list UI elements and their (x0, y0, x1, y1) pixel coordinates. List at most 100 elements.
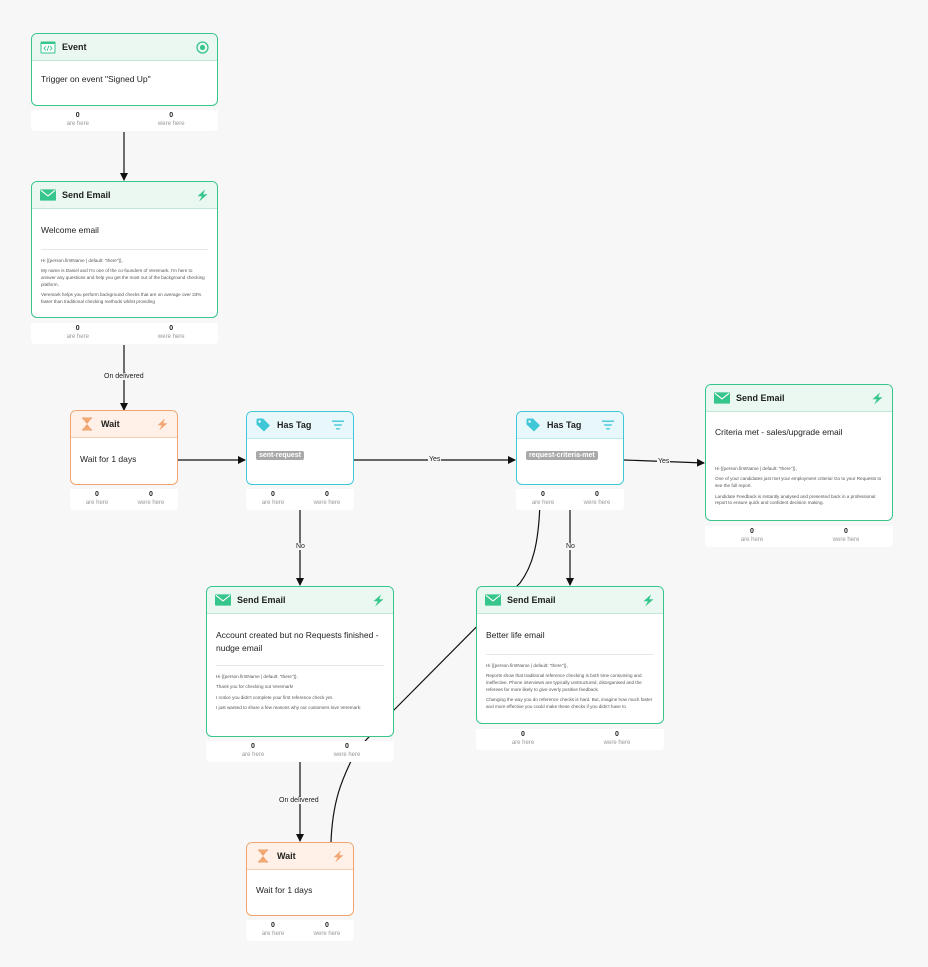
preview-line: My name is Daniel and I'm one of the co-… (41, 268, 205, 287)
node-content: Welcome email (41, 225, 99, 235)
node-header: Send Email (207, 587, 393, 614)
envelope-icon (40, 188, 56, 202)
has-tag-node-request-criteria-met[interactable]: Has Tag request-criteria-met (516, 411, 624, 485)
node-type-label: Send Email (507, 595, 556, 605)
are-here-count: 0 (521, 731, 525, 738)
are-here-label: are here (740, 537, 764, 543)
lightning-icon[interactable] (155, 417, 169, 431)
node-header: Has Tag (247, 412, 353, 439)
envelope-icon (215, 593, 231, 607)
preview-line: Thank you for checking out Veremark! (216, 684, 294, 690)
tag-icon (255, 418, 271, 432)
are-here-count: 0 (541, 491, 545, 498)
are-here-label: are here (531, 500, 555, 506)
wait-node-2[interactable]: Wait Wait for 1 days (246, 842, 354, 916)
are-here-count: 0 (271, 491, 275, 498)
node-type-label: Has Tag (547, 420, 582, 430)
node-header: Send Email (32, 182, 217, 209)
hourglass-icon (79, 417, 95, 431)
node-header: Send Email (706, 385, 892, 412)
preview-line: Hi {{person.firstName | default: "there"… (715, 465, 797, 471)
send-email-node-nudge[interactable]: Send Email Account created but no Reques… (206, 586, 394, 737)
are-here-count: 0 (75, 325, 80, 332)
were-here-label: were here (157, 121, 185, 127)
node-type-label: Send Email (736, 393, 785, 403)
preview-line: Reports show that traditional reference … (486, 673, 642, 692)
filter-icon[interactable] (331, 418, 345, 432)
node-type-label: Has Tag (277, 420, 312, 430)
were-here-label: were here (832, 537, 860, 543)
are-here-label: are here (511, 740, 535, 746)
are-here-label: are here (85, 500, 109, 506)
node-content: Wait for 1 days (80, 454, 137, 464)
node-type-label: Event (62, 42, 87, 52)
are-here-label: are here (241, 752, 265, 758)
email-preview: Hi {{person.firstName | default: "there"… (216, 674, 384, 713)
send-email-node-better-life[interactable]: Send Email Better life email Hi {{person… (476, 586, 664, 724)
were-here-label: were here (313, 931, 341, 937)
node-header: Wait (71, 411, 177, 438)
were-here-label: were here (313, 500, 341, 506)
preview-line: Changing the way you do reference checks… (486, 697, 653, 710)
filter-icon[interactable] (601, 418, 615, 432)
lightning-icon[interactable] (870, 391, 884, 405)
were-here-label: were here (603, 740, 631, 746)
node-content: Criteria met - sales/upgrade email (715, 427, 843, 437)
lightning-icon[interactable] (641, 593, 655, 607)
node-content: Trigger on event "Signed Up" (41, 74, 151, 84)
were-here-count: 0 (844, 528, 848, 535)
were-here-count: 0 (325, 491, 329, 498)
envelope-icon (714, 391, 730, 405)
target-icon[interactable] (195, 40, 209, 54)
node-type-label: Send Email (237, 595, 286, 605)
node-content: Better life email (486, 630, 545, 640)
send-email-node-criteria-met[interactable]: Send Email Criteria met - sales/upgrade … (705, 384, 893, 521)
preview-line: I just wanted to share a few reasons why… (216, 705, 362, 711)
has-tag-node-sent-request[interactable]: Has Tag sent-request (246, 411, 354, 485)
tag-icon (525, 418, 541, 432)
send-email-node-welcome[interactable]: Send Email Welcome email Hi {{person.fir… (31, 181, 218, 318)
wait-node-1[interactable]: Wait Wait for 1 days (70, 410, 178, 485)
code-window-icon (40, 40, 56, 54)
preview-line: Hi {{person.firstName | default: "there"… (216, 673, 298, 679)
node-type-label: Send Email (62, 190, 111, 200)
preview-line: One of your candidates just met your emp… (715, 476, 882, 489)
tag-pill: request-criteria-met (526, 451, 598, 460)
node-header: Wait (247, 843, 353, 870)
lightning-icon[interactable] (371, 593, 385, 607)
event-trigger-node[interactable]: Event Trigger on event "Signed Up" (31, 33, 218, 106)
node-header: Send Email (477, 587, 663, 614)
are-here-label: are here (66, 121, 89, 127)
edge-label-on-delivered: On delivered (278, 797, 320, 804)
preview-line: Hi {{person.firstName | default: "there"… (41, 257, 123, 263)
are-here-label: are here (261, 931, 285, 937)
were-here-count: 0 (169, 112, 174, 119)
preview-line: Landidate Feedback is instantly analysed… (715, 493, 876, 506)
preview-line: Hi {{person.firstName | default: "there"… (486, 662, 568, 668)
edge-label-no: No (565, 543, 576, 550)
node-type-label: Wait (277, 851, 296, 861)
lightning-icon[interactable] (195, 188, 209, 202)
edge-label-yes: Yes (428, 456, 442, 463)
envelope-icon (485, 593, 501, 607)
were-here-label: were here (333, 752, 361, 758)
lightning-icon[interactable] (331, 849, 345, 863)
were-here-count: 0 (149, 491, 153, 498)
were-here-count: 0 (169, 325, 174, 332)
node-header: Has Tag (517, 412, 623, 439)
node-header: Event (32, 34, 217, 61)
are-here-count: 0 (750, 528, 754, 535)
are-here-label: are here (66, 334, 89, 340)
email-preview: Hi {{person.firstName | default: "there"… (486, 663, 654, 711)
were-here-count: 0 (345, 743, 349, 750)
node-type-label: Wait (101, 419, 120, 429)
edge-label-on-delivered: On delivered (103, 373, 145, 380)
preview-line: Veremark helps you perform background ch… (41, 292, 202, 305)
were-here-count: 0 (615, 731, 619, 738)
node-stats: 0 are here 0 were here (476, 729, 664, 750)
